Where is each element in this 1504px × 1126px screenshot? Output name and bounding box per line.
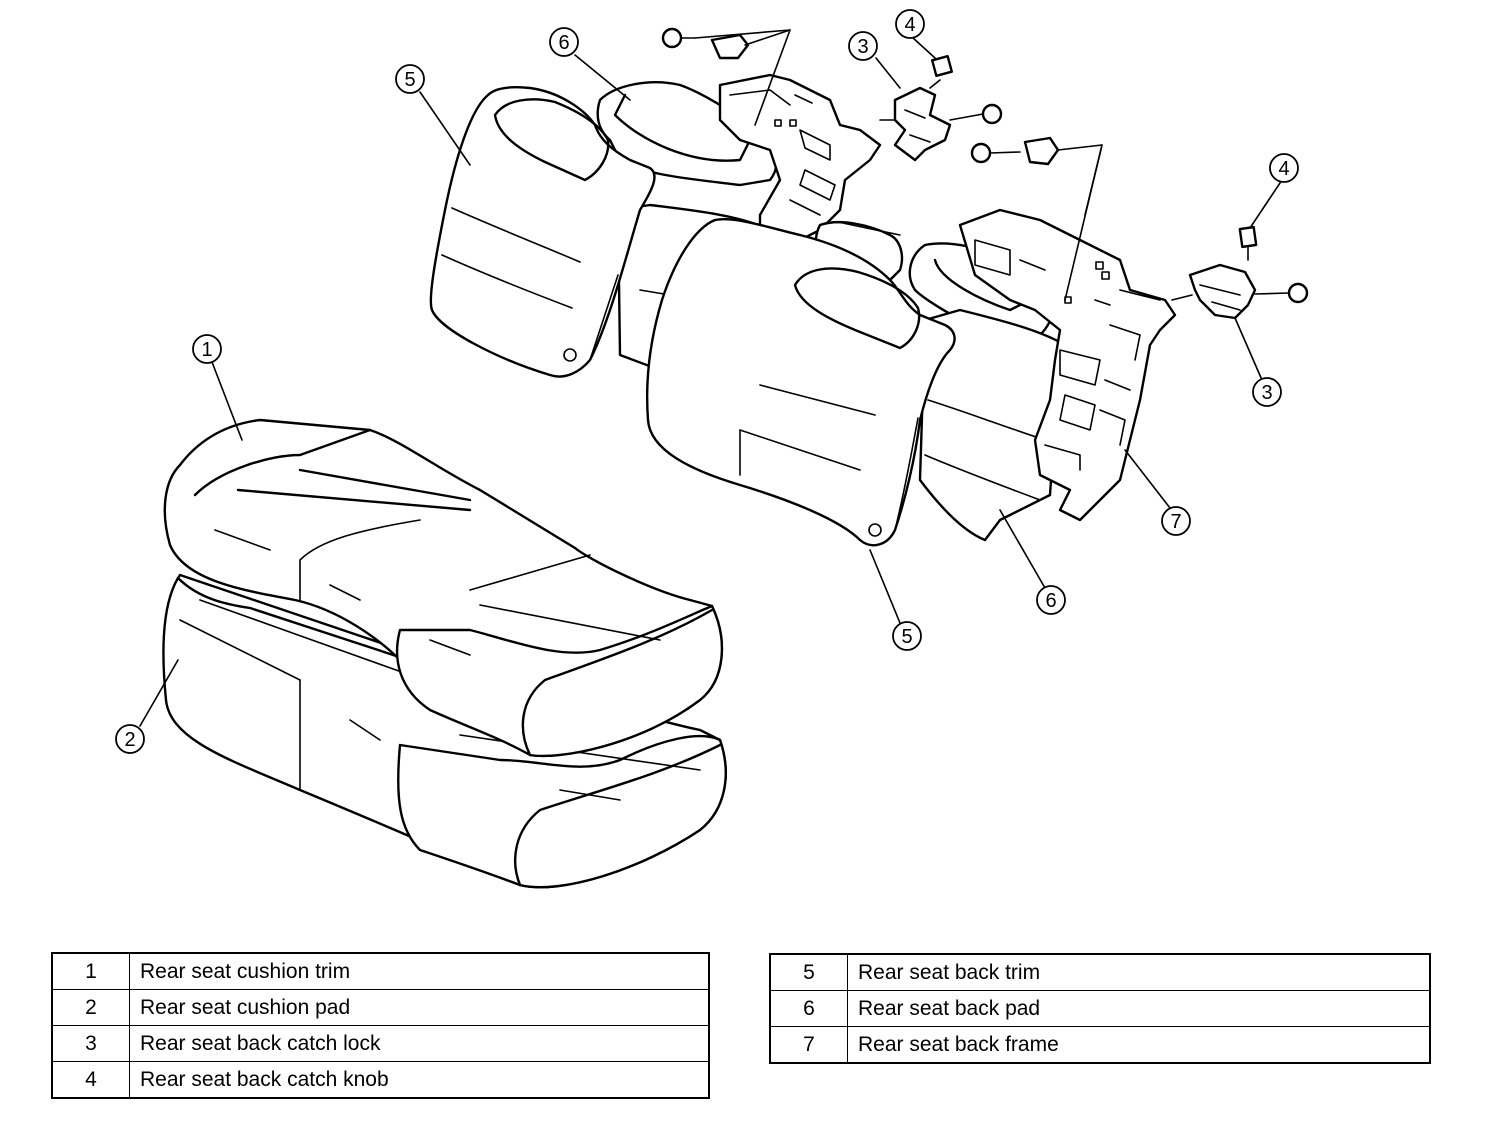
legend-description: Rear seat cushion trim (129, 952, 710, 990)
legend-description: Rear seat cushion pad (129, 989, 710, 1026)
legend-row: 2 Rear seat cushion pad (51, 989, 710, 1026)
svg-text:5: 5 (404, 69, 415, 91)
svg-text:6: 6 (558, 32, 569, 54)
svg-text:7: 7 (1170, 511, 1181, 533)
legend-row: 1 Rear seat cushion trim (51, 952, 710, 990)
legend-number: 3 (51, 1025, 130, 1062)
legend-row: 3 Rear seat back catch lock (51, 1025, 710, 1062)
legend-number: 5 (769, 953, 848, 991)
legend-number: 7 (769, 1026, 848, 1064)
legend-description: Rear seat back pad (847, 990, 1431, 1027)
catch-knob-right (1238, 225, 1258, 249)
svg-text:3: 3 (1261, 382, 1272, 404)
callout-6-right: 6 (1036, 585, 1066, 615)
svg-text:3: 3 (857, 36, 868, 58)
parts-legend-right: 5 Rear seat back trim 6 Rear seat back p… (769, 953, 1431, 1064)
svg-text:2: 2 (124, 729, 135, 751)
legend-row: 7 Rear seat back frame (769, 1026, 1431, 1064)
callout-5-left: 5 (395, 64, 425, 94)
legend-description: Rear seat back frame (847, 1026, 1431, 1064)
legend-row: 6 Rear seat back pad (769, 990, 1431, 1027)
left-seat-back-frame (718, 73, 882, 247)
svg-text:4: 4 (1278, 158, 1289, 180)
legend-description: Rear seat back trim (847, 953, 1431, 991)
legend-number: 2 (51, 989, 130, 1026)
legend-number: 4 (51, 1061, 130, 1099)
legend-description: Rear seat back catch lock (129, 1025, 710, 1062)
legend-row: 5 Rear seat back trim (769, 953, 1431, 991)
leader-lines (139, 29, 1290, 727)
legend-number: 1 (51, 952, 130, 990)
callout-3-right: 3 (1252, 377, 1282, 407)
right-seat-back-frame (958, 208, 1177, 522)
callout-6-left: 6 (549, 27, 579, 57)
svg-text:6: 6 (1045, 590, 1056, 612)
svg-text:4: 4 (904, 14, 915, 36)
svg-text:5: 5 (901, 626, 912, 648)
legend-description: Rear seat back catch knob (129, 1061, 710, 1099)
rear-seat-cushion-trim (163, 418, 723, 758)
callout-4-right: 4 (1269, 153, 1299, 183)
callout-3-upper: 3 (848, 31, 878, 61)
fastener-clips (661, 27, 1309, 304)
parts-legend-left: 1 Rear seat cushion trim 2 Rear seat cus… (51, 952, 710, 1099)
rear-seat-cushion-pad (162, 573, 727, 889)
legend-row: 4 Rear seat back catch knob (51, 1061, 710, 1099)
callout-5-right: 5 (892, 621, 922, 651)
catch-knob-upper (931, 55, 953, 77)
legend-number: 6 (769, 990, 848, 1027)
callout-1: 1 (192, 334, 222, 364)
catch-lock-upper (893, 86, 952, 162)
callout-7: 7 (1161, 506, 1191, 536)
callout-2: 2 (115, 724, 145, 754)
catch-lock-right (1188, 263, 1257, 320)
svg-text:1: 1 (201, 339, 212, 361)
callout-4-upper: 4 (895, 9, 925, 39)
